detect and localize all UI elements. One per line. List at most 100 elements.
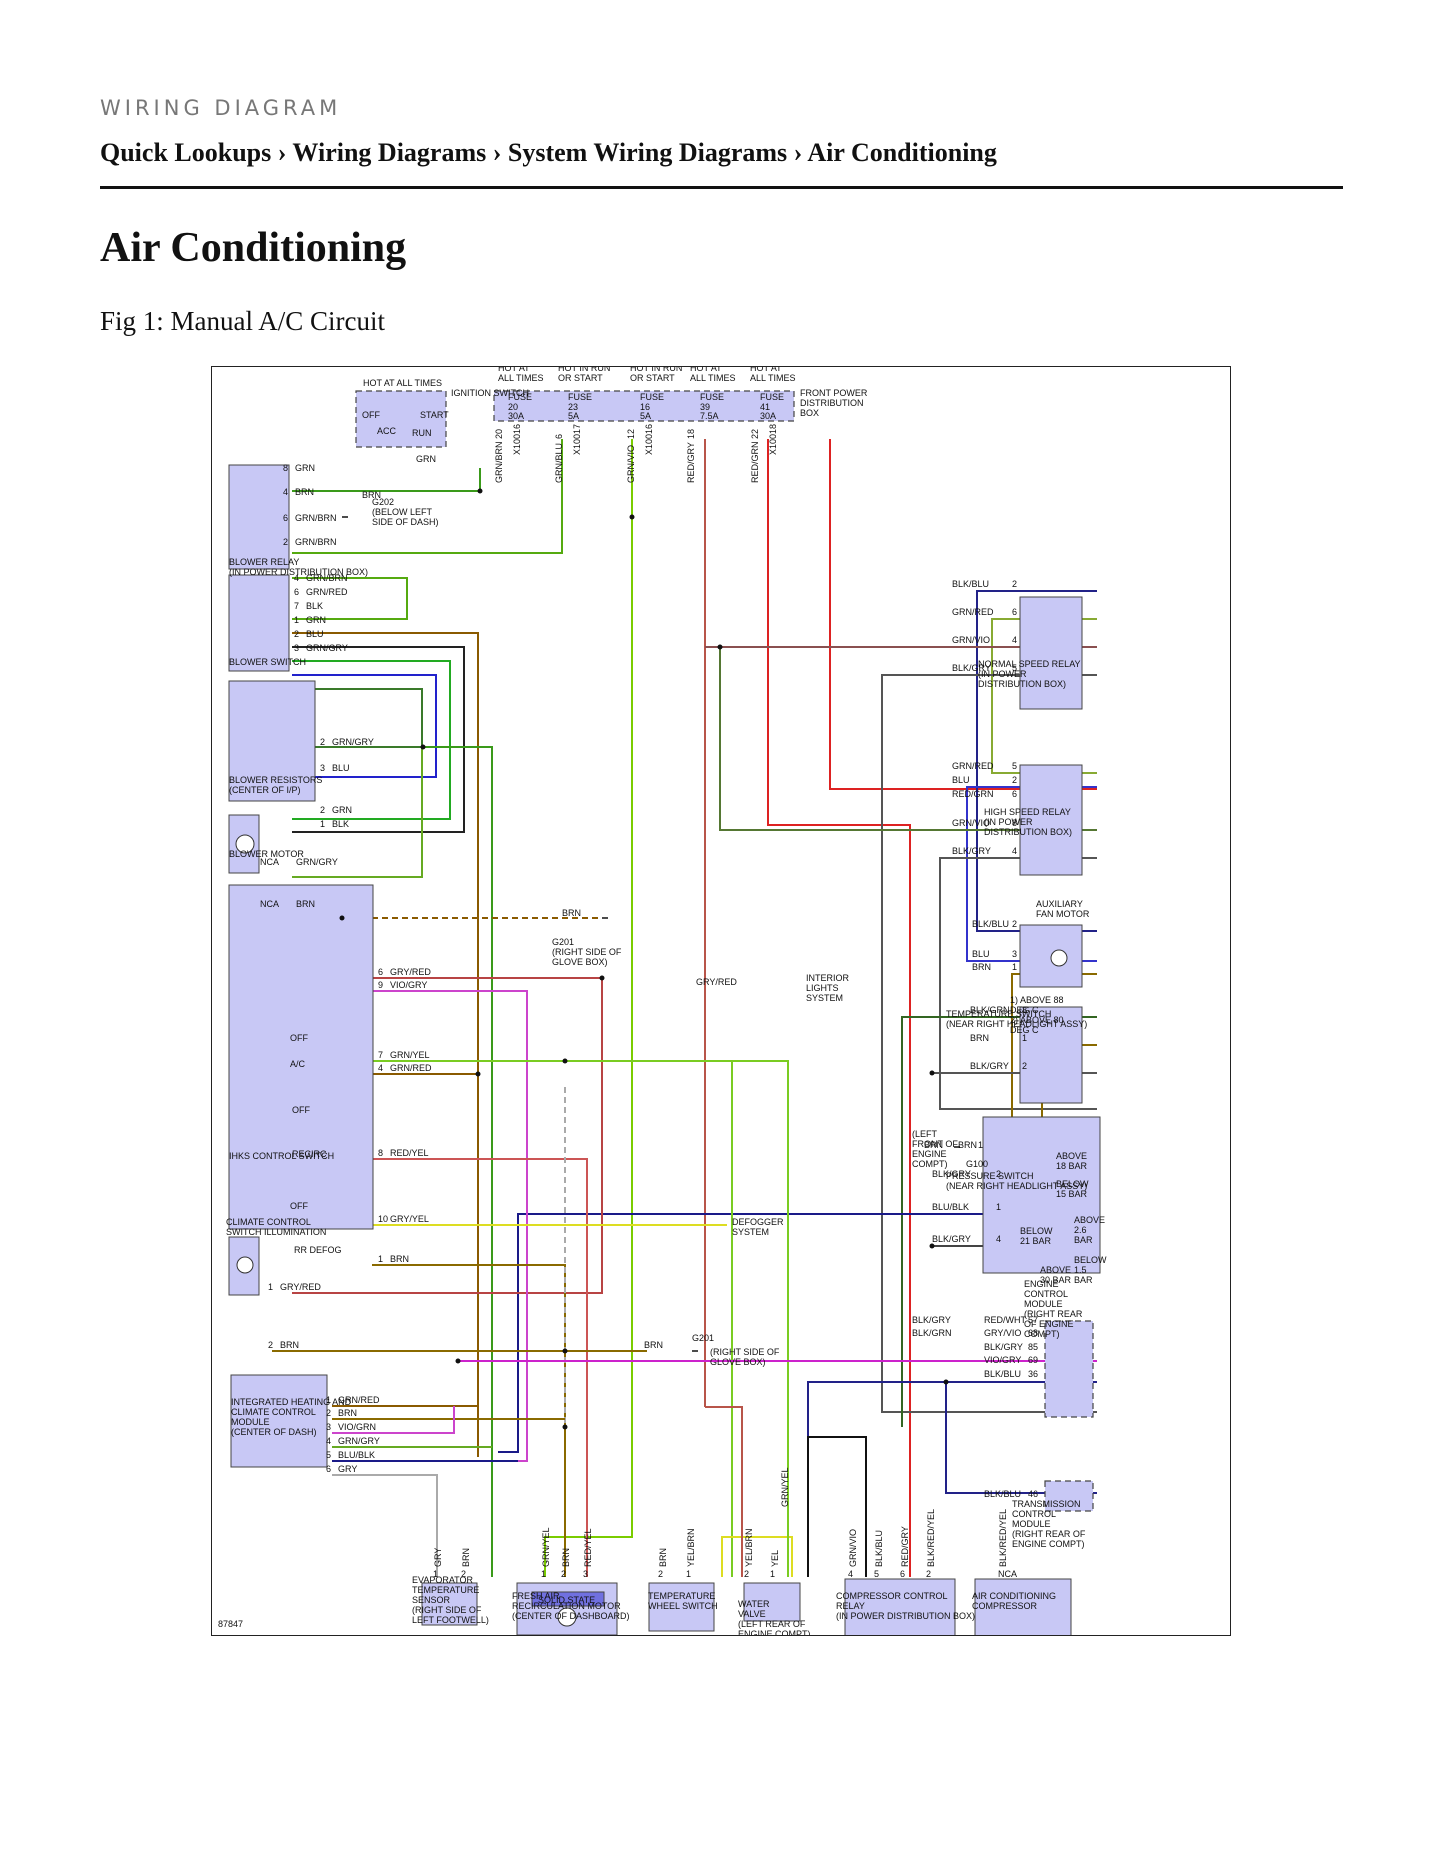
fresh-wire-2: RED/YEL: [583, 1528, 593, 1567]
normal_relay-wire-1: GRN/RED: [952, 607, 994, 617]
fuse-3-pin: 18: [686, 429, 696, 439]
ign-acc: ACC: [377, 426, 397, 436]
lamp-icon: [236, 1256, 254, 1274]
high_relay-pin-2: 6: [1012, 789, 1017, 799]
ihks-wire-5: GRY/YEL: [390, 1214, 429, 1224]
temp_switch-pin-1: 1: [1022, 1033, 1027, 1043]
wire-grn-blu: [544, 439, 633, 1577]
wire-grn-gry: [292, 688, 423, 748]
high_relay-wire-4: BLK/GRY: [952, 846, 991, 856]
ihks-wire-6: BRN: [390, 1254, 409, 1264]
fuse-2-wire: GRN/VIO: [626, 445, 636, 483]
ihks-rr-defog: RR DEFOG: [294, 1245, 342, 1255]
ihks-pin-1: 9: [378, 980, 383, 990]
temp-wheel-box: [648, 1582, 715, 1632]
fuse-2-pin: 12: [626, 429, 636, 439]
fuse-4-amperage: 30A: [760, 411, 776, 421]
wiring-diagram: HOT AT ALL TIMES IGNITION SWITCH FRONT P…: [218, 363, 1107, 1639]
relay-pin-0: 8: [283, 463, 288, 473]
relay-wire-3: BLK/RED/YEL: [926, 1509, 936, 1567]
relay-pin-1: 5: [874, 1569, 879, 1579]
ihks-wire-1: VIO/GRY: [390, 980, 427, 990]
ecm-wire-1: GRY/VIO: [984, 1328, 1021, 1338]
high_relay-wire-3: GRN/VIO: [952, 818, 990, 828]
wiring-diagram-frame: HOT AT ALL TIMES IGNITION SWITCH FRONT P…: [211, 363, 1231, 1639]
resistor-pin-3: 1: [320, 819, 325, 829]
pressure-wire-2: BLK/GRY: [932, 1234, 971, 1244]
ihks-wire-4: RED/YEL: [390, 1148, 429, 1158]
normal_relay-pin-0: 2: [1012, 579, 1017, 589]
ecm-pin-4: 36: [1028, 1369, 1038, 1379]
fresh-pin-1: 2: [561, 1569, 566, 1579]
normal_relay-pin-3: 5: [1012, 663, 1017, 673]
wire-valve-brn: [705, 1406, 743, 1577]
breadcrumb[interactable]: Quick Lookups › Wiring Diagrams › System…: [100, 138, 997, 167]
wire-blu-blk: [498, 1213, 1097, 1453]
g100-pin-1: 1: [978, 1140, 983, 1150]
ign-start: START: [420, 410, 449, 420]
blower-relay-label: BLOWER RELAY(IN POWER DISTRIBUTION BOX): [229, 557, 368, 577]
header-divider: [100, 186, 1343, 189]
wire-blu: [292, 674, 437, 778]
relay-wire-0: GRN: [295, 463, 315, 473]
switch-wire-2: BLK: [306, 601, 323, 611]
wire-ihcm-3: [332, 1406, 455, 1434]
fuse-0-label: FUSE: [508, 392, 532, 402]
fresh-wire-1: BRN: [561, 1548, 571, 1567]
ign-run: RUN: [412, 428, 432, 438]
fuse-0-connector: X10016: [512, 424, 522, 455]
switch-pin-0: 4: [294, 573, 299, 583]
ihks-pin-0: 6: [378, 967, 383, 977]
evap-wire-0: GRY: [433, 1548, 443, 1567]
wire-blk-red-yel: [807, 1436, 867, 1577]
normal_relay-pin-1: 6: [1012, 607, 1017, 617]
ihks-pin-5: 10: [378, 1214, 388, 1224]
normal_relay-pin-2: 4: [1012, 635, 1017, 645]
aux_fan-pin-2: 1: [1012, 962, 1017, 972]
wire-grn-red: [292, 632, 479, 1457]
blower-motor-symbol: [235, 834, 255, 854]
figure-caption: Fig 1: Manual A/C Circuit: [100, 306, 386, 336]
wire-wheel-valve: [721, 1536, 793, 1577]
water-valve-box: [743, 1582, 801, 1622]
switch-wire-0: GRN/BRN: [306, 573, 348, 583]
resistor-pin-0: 2: [320, 737, 325, 747]
ihks-off-1: OFF: [290, 1033, 308, 1043]
ecm-pin-0: 57: [1028, 1315, 1038, 1325]
ihks-pin-6: 1: [378, 1254, 383, 1264]
motor-g201-label: BRN: [562, 908, 581, 918]
fuse-0-wire: GRN/BRN: [494, 441, 504, 483]
page-kicker: WIRING DIAGRAM: [100, 96, 342, 120]
pressure-wire-1: BLU/BLK: [932, 1202, 969, 1212]
pressure-wire-0: BLK/GRY: [932, 1169, 971, 1179]
relay-wire-2: RED/GRY: [900, 1526, 910, 1567]
temp-switch-label: TEMPERATURE SWITCH(NEAR RIGHT HEADLIGHT …: [946, 1009, 1087, 1029]
ihks-off-2: OFF: [292, 1105, 310, 1115]
ecm-box: [1044, 1320, 1094, 1418]
motor-wire-0: GRN/GRY: [296, 857, 338, 867]
ecm-pin-1: 68: [1028, 1328, 1038, 1338]
label-hot-at-all-times: HOT AT ALL TIMES: [363, 378, 442, 388]
g100-label: G100: [966, 1159, 988, 1169]
fuse-1-number: 23: [568, 402, 578, 412]
high_relay-pin-3: 8: [1012, 818, 1017, 828]
normal_relay-wire-3: BLK/GRY: [952, 663, 991, 673]
illum-wire-1: BRN: [280, 1340, 299, 1350]
aux_fan-pin-0: 2: [1012, 919, 1017, 929]
ecm-left-wire-0: BLK/GRY: [912, 1315, 951, 1325]
illum-wire-0: GRY/RED: [280, 1282, 321, 1292]
temp_switch-pin-0: 3: [1022, 1005, 1027, 1015]
wire-grn: [292, 660, 451, 820]
ihcm-box: [230, 1374, 328, 1468]
fuse-0-number: 20: [508, 402, 518, 412]
relay-pin-1: 4: [283, 487, 288, 497]
switch-wire-3: GRN: [306, 615, 326, 625]
high_relay-pin-4: 4: [1012, 846, 1017, 856]
